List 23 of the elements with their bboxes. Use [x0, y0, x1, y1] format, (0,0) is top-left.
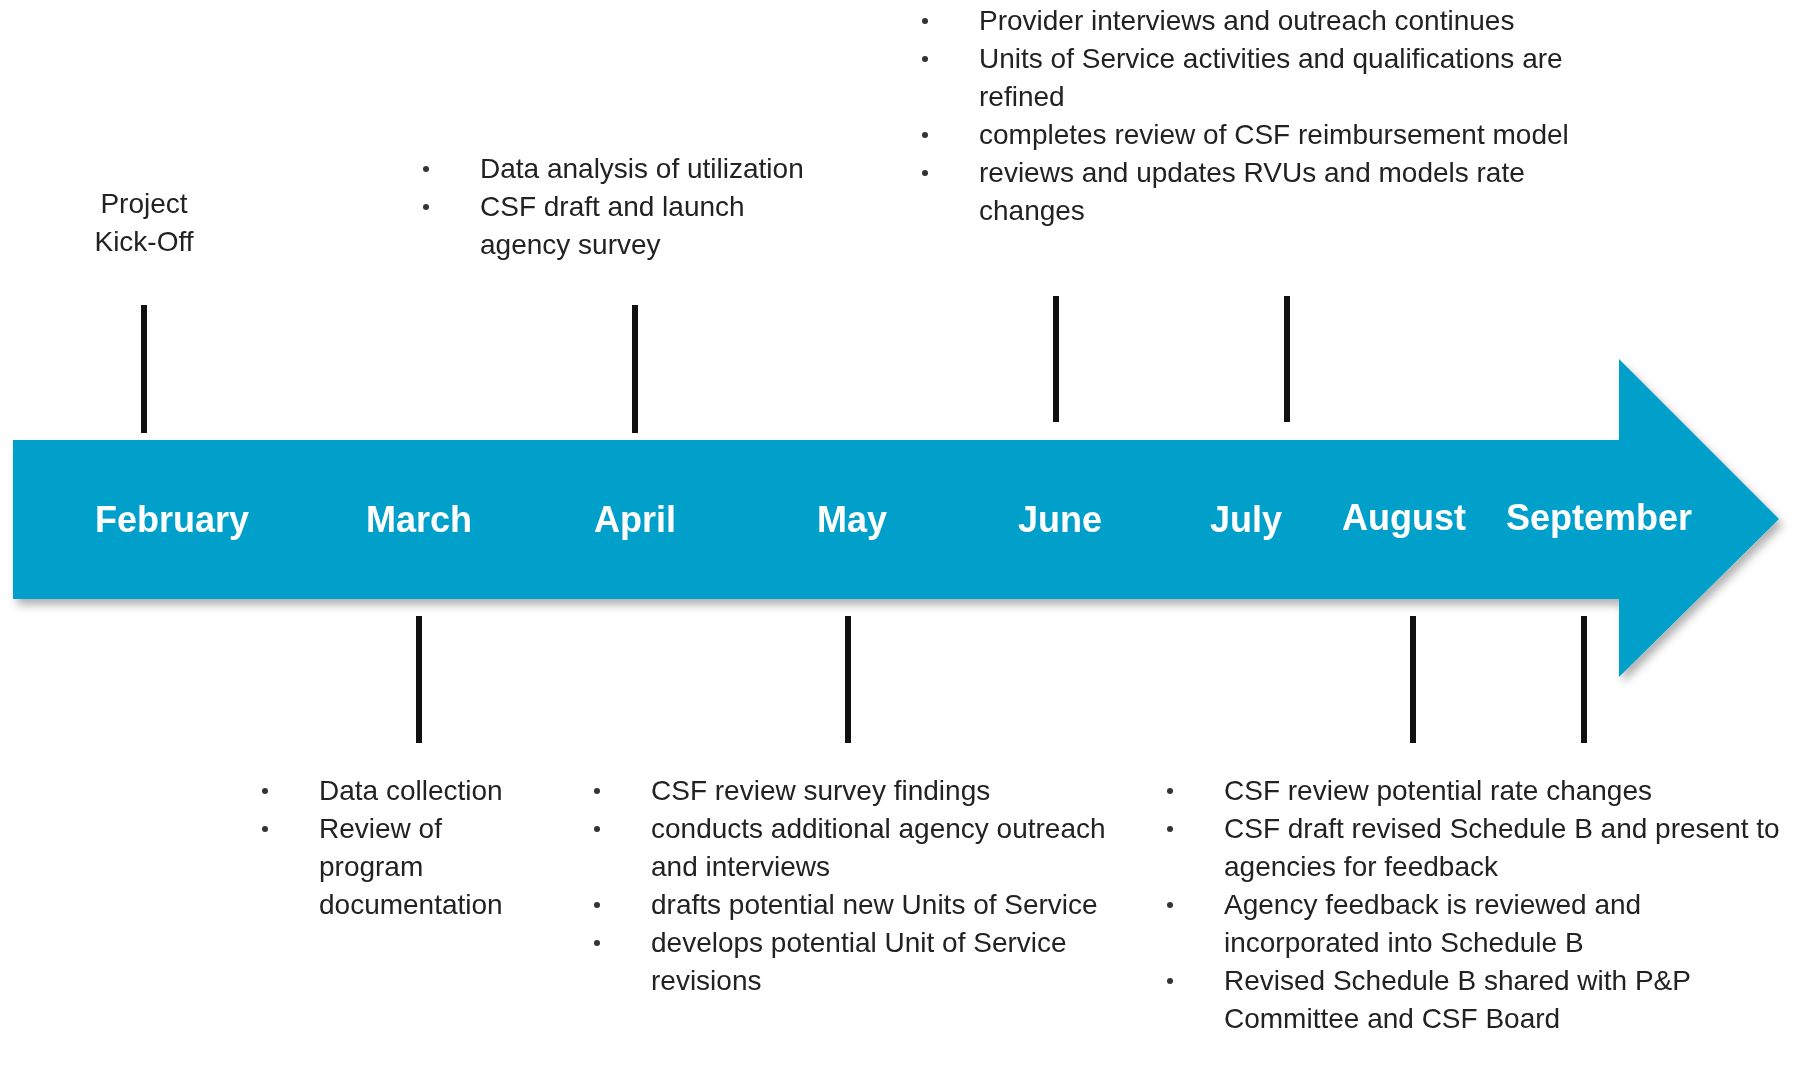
milestone-text: Revised Schedule B shared with P&P Committee and CSF Board [1224, 964, 1692, 1036]
milestone-text: Agency feedback is reviewed and incorporated into Schedule B [1224, 888, 1643, 960]
milestone-text: drafts potential new Units of Service [651, 888, 1099, 922]
milestone-text: Provider interviews and outreach continues [979, 4, 1516, 38]
month-label: February [94, 499, 250, 541]
month-label: May [817, 499, 887, 541]
month-label: March [366, 499, 472, 541]
month-label: July [1210, 499, 1282, 541]
milestone-text: reviews and updates RVUs and models rate changes [979, 156, 1526, 228]
milestone-text: CSF review potential rate changes [1224, 774, 1653, 808]
month-label: September [1505, 497, 1693, 539]
month-label: August [1342, 497, 1466, 539]
milestone-text: Review of program documentation [319, 812, 504, 922]
milestone-text: Data analysis of utilization [480, 152, 805, 186]
milestone-text: CSF draft revised Schedule B and present to agencies for feedback [1224, 812, 1781, 884]
month-label: April [594, 499, 676, 541]
milestone-text: completes review of CSF reimbursement model [979, 118, 1570, 152]
milestone-text: develops potential Unit of Service revisions [651, 926, 1068, 998]
milestone-text: Project Kick-Off [93, 187, 195, 259]
milestone-text: CSF review survey findings [651, 774, 992, 808]
month-label: June [1018, 499, 1102, 541]
milestone-text: Data collection [319, 774, 504, 808]
milestone-text: CSF draft and launch agency survey [480, 190, 746, 262]
